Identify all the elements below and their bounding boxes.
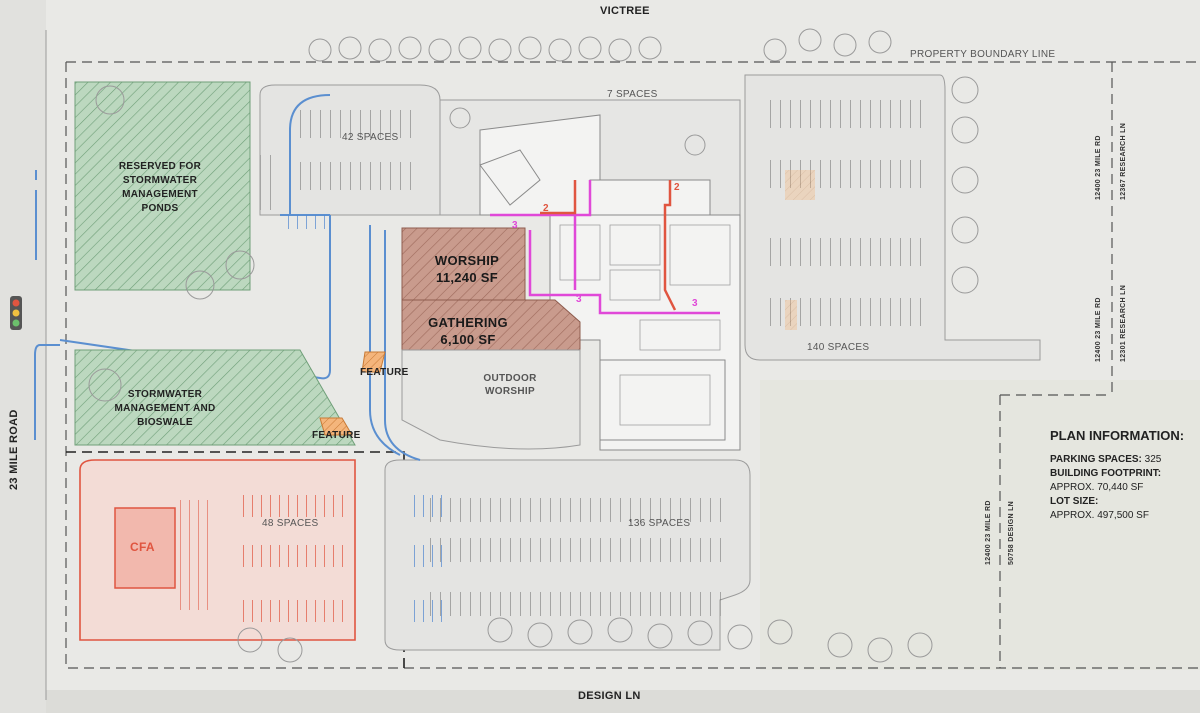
feature-label-south: FEATURE bbox=[312, 430, 361, 441]
gathering-name: GATHERING bbox=[428, 315, 508, 330]
parking-42-label: 42 SPACES bbox=[342, 132, 399, 143]
building-footprint-value: APPROX. 70,440 SF bbox=[1050, 482, 1144, 493]
road-label-west: 23 MILE ROAD bbox=[8, 409, 20, 490]
parking-spaces-label: PARKING SPACES: bbox=[1050, 454, 1142, 465]
plan-info-title: PLAN INFORMATION: bbox=[1050, 428, 1185, 443]
feature-label-north: FEATURE bbox=[360, 367, 409, 378]
gathering-area: 6,100 SF bbox=[440, 332, 496, 347]
address-label-5: 12400 23 MILE RD bbox=[985, 500, 992, 565]
lot-size-value: APPROX. 497,500 SF bbox=[1050, 510, 1149, 521]
stormwater-north-label: RESERVED FOR STORMWATER MANAGEMENT PONDS bbox=[118, 161, 202, 214]
road-label-north: VICTREE bbox=[600, 5, 650, 17]
road-label-south: DESIGN LN bbox=[578, 690, 641, 702]
address-label-6: 50758 DESIGN LN bbox=[1008, 500, 1015, 565]
parking-48-label: 48 SPACES bbox=[262, 518, 319, 529]
cfa-label: CFA bbox=[130, 540, 155, 554]
worship-label: WORSHIP 11,240 SF bbox=[422, 252, 512, 286]
phase-marker-3b: 3 bbox=[576, 294, 582, 305]
phase-marker-3a: 3 bbox=[512, 220, 518, 231]
worship-name: WORSHIP bbox=[434, 253, 500, 268]
phase-marker-2a: 2 bbox=[543, 203, 549, 214]
address-label-3: 12400 23 MILE RD bbox=[1095, 297, 1102, 362]
parking-spaces-value: 325 bbox=[1144, 454, 1162, 465]
gathering-label: GATHERING 6,100 SF bbox=[418, 314, 518, 348]
gathering-building bbox=[401, 299, 581, 351]
stormwater-south-label: STORMWATER MANAGEMENT AND BIOSWALE bbox=[114, 389, 216, 428]
lot-size-label: LOT SIZE: bbox=[1050, 496, 1099, 507]
phase-marker-2b: 2 bbox=[674, 182, 680, 193]
property-boundary-label: PROPERTY BOUNDARY LINE bbox=[910, 49, 1056, 60]
address-label-4: 12301 RESEARCH LN bbox=[1120, 284, 1127, 362]
address-label-1: 12400 23 MILE RD bbox=[1095, 135, 1102, 200]
plan-information-panel: PLAN INFORMATION: PARKING SPACES: 325 BU… bbox=[1050, 428, 1195, 523]
parking-7-label: 7 SPACES bbox=[607, 89, 658, 100]
address-label-2: 12367 RESEARCH LN bbox=[1120, 122, 1127, 200]
feature-area-south bbox=[319, 417, 353, 436]
phase-marker-3c: 3 bbox=[692, 298, 698, 309]
worship-area: 11,240 SF bbox=[436, 270, 498, 285]
stormwater-south-area bbox=[74, 349, 356, 446]
parking-136-label: 136 SPACES bbox=[628, 518, 691, 529]
cfa-building bbox=[114, 507, 176, 589]
feature-area-north bbox=[361, 351, 386, 373]
parking-140-label: 140 SPACES bbox=[807, 342, 870, 353]
stormwater-north-area bbox=[74, 81, 251, 291]
outdoor-worship-label: OUTDOOR WORSHIP bbox=[483, 373, 537, 397]
building-footprint-label: BUILDING FOOTPRINT: bbox=[1050, 468, 1162, 479]
